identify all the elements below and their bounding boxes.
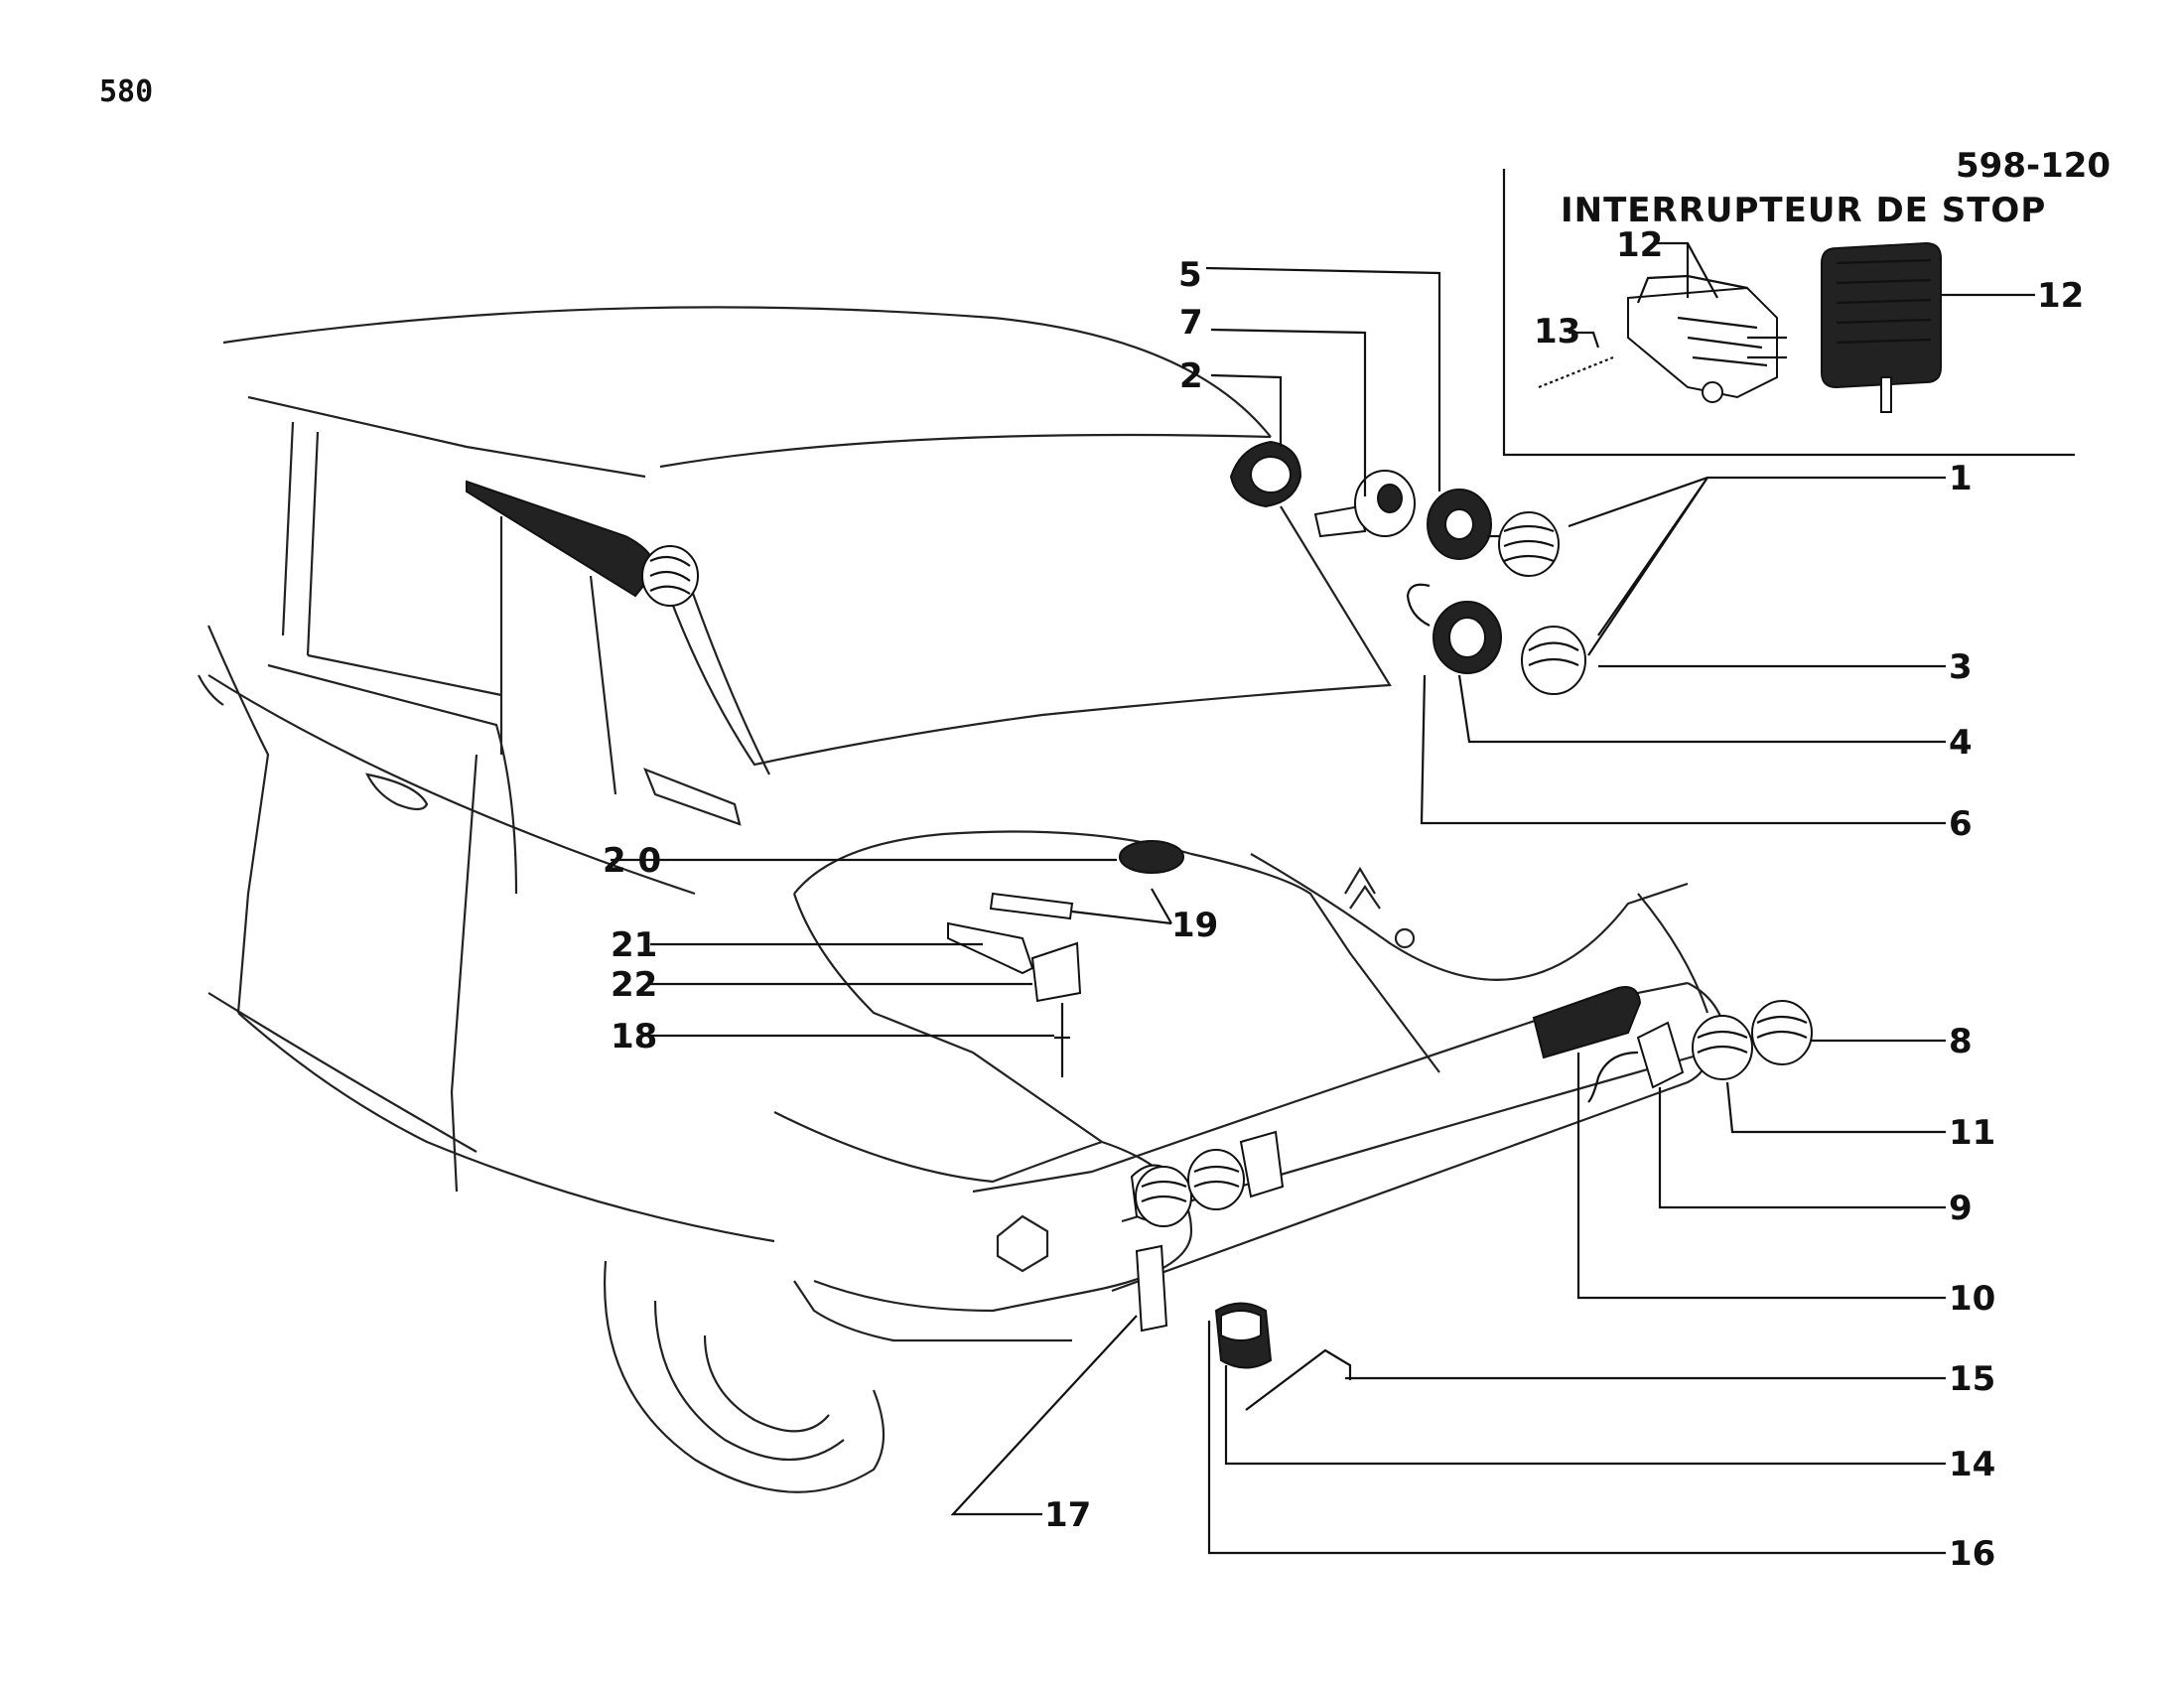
- part-labels: 5 7 2 1 3 4 6 8 11 9 10 15 14 16 17 19 2…: [603, 255, 1995, 1574]
- interior-lamp-20: [1119, 840, 1184, 874]
- switch-22: [1030, 941, 1082, 1003]
- label-11: 11: [1949, 1113, 1995, 1153]
- label-1: 1: [1949, 459, 1973, 498]
- label-19: 19: [1171, 906, 1218, 945]
- label-15: 15: [1949, 1359, 1995, 1399]
- stop-switch-cover: [1821, 241, 1942, 413]
- lens-3: [1521, 626, 1586, 695]
- label-10: 10: [1949, 1279, 1995, 1319]
- lamp-holder-9: [1587, 1021, 1685, 1103]
- label-22: 22: [611, 965, 657, 1005]
- stop-switch-bracket: [1627, 274, 1787, 403]
- label-13: 13: [1534, 312, 1580, 352]
- roof-indicator-lamp-left: [466, 480, 699, 607]
- tail-lamps-left: [1130, 1130, 1285, 1227]
- stop-switch-inset: 598-120 INTERRUPTEUR DE STOP 12 13 12: [1502, 146, 2111, 457]
- lens-11: [1692, 1015, 1753, 1080]
- label-6: 6: [1949, 804, 1973, 844]
- roof-indicator-housing-right: [1229, 440, 1302, 508]
- label-12b: 12: [2037, 276, 2084, 316]
- label-17: 17: [1044, 1495, 1091, 1535]
- lamp-socket-4: [1406, 583, 1502, 674]
- label-2: 2: [1179, 356, 1203, 396]
- return-spring: [1538, 355, 1614, 389]
- label-21: 21: [611, 925, 657, 965]
- car-outline: [198, 306, 1729, 1493]
- inset-title: INTERRUPTEUR DE STOP: [1561, 191, 2046, 230]
- plunger-18: [1054, 1003, 1070, 1077]
- bracket-21: [947, 921, 1034, 975]
- label-18: 18: [611, 1017, 657, 1056]
- gasket-7: [1354, 470, 1416, 537]
- license-lamp-17: [1135, 1244, 1168, 1333]
- bracket-19: [989, 892, 1074, 920]
- leader-12a: [1654, 241, 1718, 299]
- leader-13: [1569, 331, 1600, 349]
- gasket-5: [1427, 489, 1492, 560]
- reflector-10: [1532, 986, 1642, 1059]
- label-20: 2 0: [603, 841, 661, 881]
- lens-1-upper: [1487, 511, 1560, 577]
- lens-15: [1245, 1348, 1352, 1411]
- license-lamp-14-16: [1214, 1302, 1273, 1369]
- leader-lines: [611, 266, 1946, 1555]
- label-4: 4: [1949, 723, 1973, 763]
- label-7: 7: [1179, 303, 1203, 343]
- inset-frame: [1502, 169, 2075, 457]
- label-9: 9: [1949, 1189, 1973, 1228]
- lamp-holder: [1313, 504, 1367, 538]
- reference-number: 598-120: [1956, 146, 2111, 186]
- label-12a: 12: [1616, 225, 1663, 265]
- lens-8: [1751, 1000, 1813, 1065]
- label-5: 5: [1178, 255, 1202, 295]
- label-14: 14: [1949, 1445, 1995, 1484]
- label-16: 16: [1949, 1534, 1995, 1574]
- label-8: 8: [1949, 1022, 1973, 1061]
- label-3: 3: [1949, 647, 1973, 687]
- page-number: 580: [99, 74, 153, 109]
